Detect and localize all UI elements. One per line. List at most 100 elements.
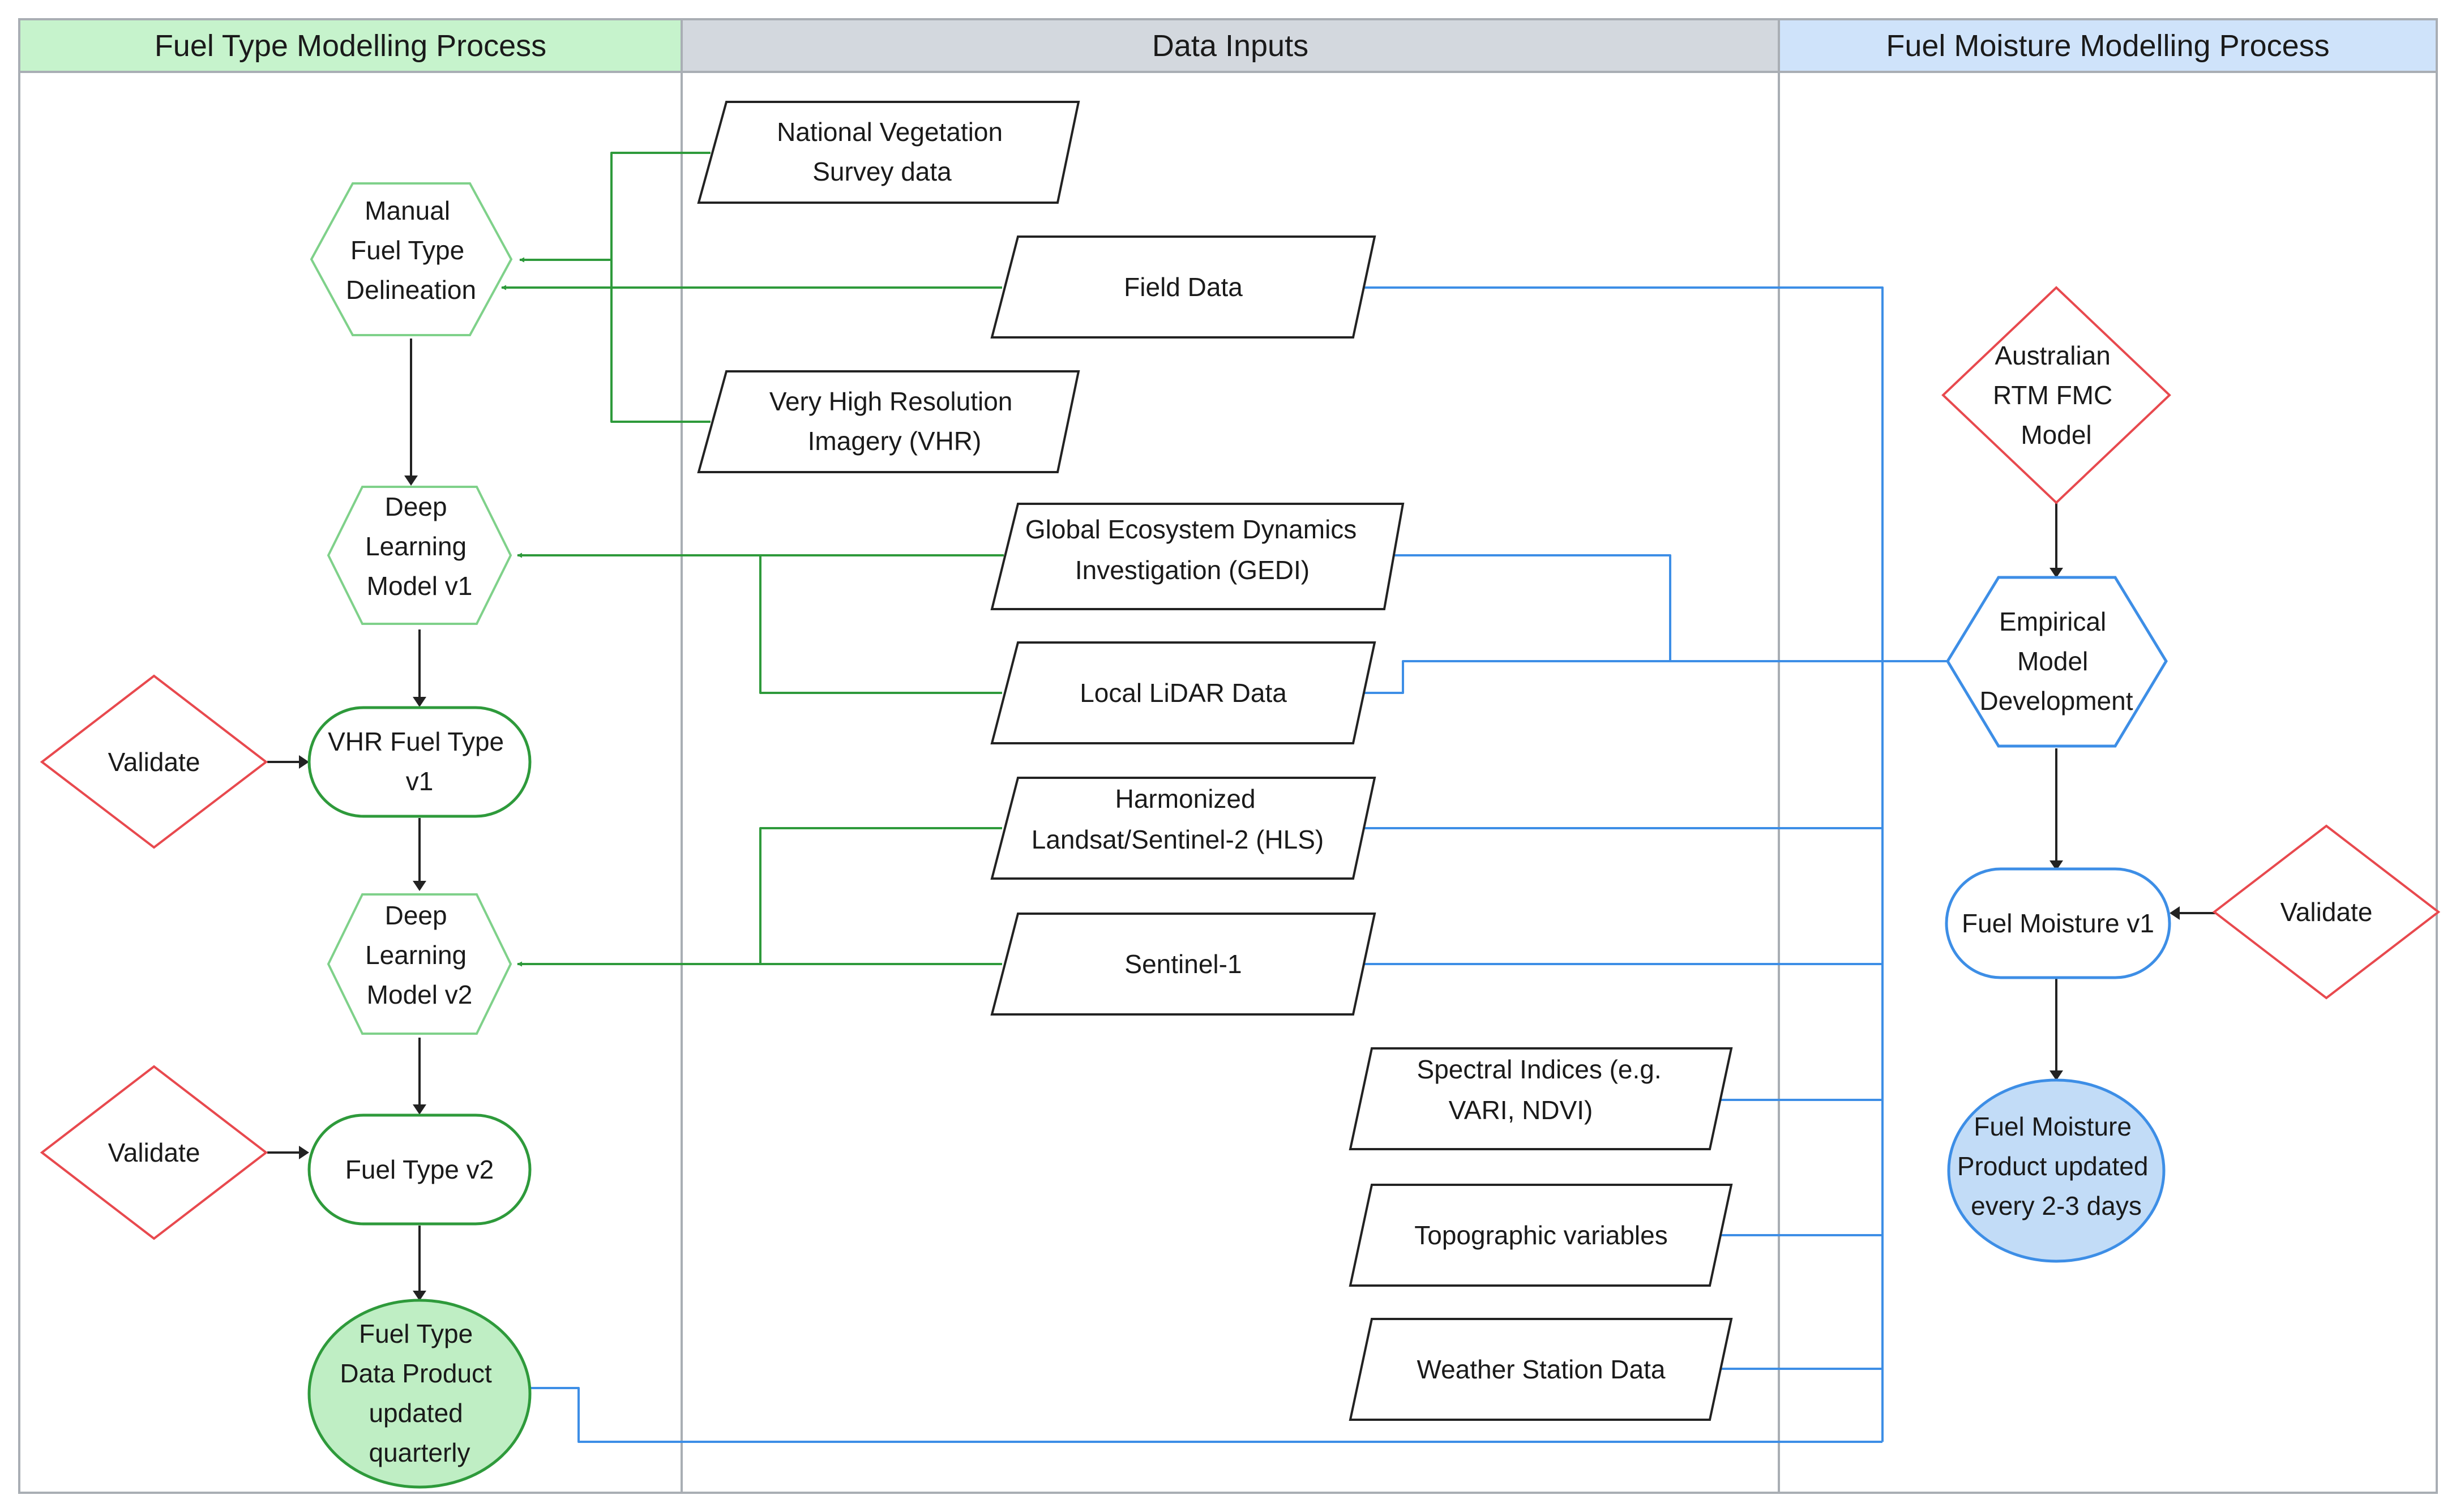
spectral-parallelogram	[1349, 1047, 1733, 1150]
sentinel1-parallelogram	[990, 913, 1376, 1016]
label-line: updated	[369, 1398, 463, 1428]
empirical-hexagon	[1946, 576, 2168, 748]
lidar-parallelogram	[990, 641, 1376, 744]
field-data-parallelogram	[990, 235, 1376, 339]
nvs-data-label: National Vegetation Survey data	[777, 117, 1010, 186]
connector-nvs-to-delineation	[519, 152, 711, 263]
arrowhead	[413, 881, 426, 891]
label-line: Fuel Type	[350, 235, 464, 265]
label-line: Learning	[365, 532, 467, 561]
arrowhead	[2049, 568, 2063, 578]
vhr-fuel-type-v1-label: VHR Fuel Type v1	[328, 727, 511, 796]
dl-model-v1-hexagon	[327, 486, 512, 625]
label-line: Model v2	[367, 980, 473, 1009]
empirical-label: Empirical Model Development	[1979, 607, 2133, 716]
validate-2-diamond	[40, 1065, 268, 1240]
label-line: Delineation	[346, 275, 476, 305]
fuel-moisture-product-label: Fuel Moisture Product updated every 2-3 …	[1957, 1112, 2155, 1220]
lane-title-data-inputs: Data Inputs	[1152, 29, 1308, 63]
fuel-type-shapes: Manual Fuel Type Delineation Deep Learni…	[40, 182, 532, 1489]
label-line: quarterly	[369, 1438, 470, 1467]
rtm-model-diamond	[1941, 286, 2171, 504]
vhr-imagery-parallelogram	[697, 370, 1080, 473]
label-line: Imagery (VHR)	[808, 426, 982, 456]
fuel-type-v2-label: Fuel Type v2	[345, 1155, 494, 1184]
manual-delineation-hexagon	[310, 182, 513, 336]
label-line: Global Ecosystem Dynamics	[1025, 515, 1357, 544]
dl-model-v2-hexagon	[327, 893, 512, 1035]
arrowhead	[299, 755, 309, 769]
lane-header-fuel-moisture	[1779, 19, 2437, 72]
label-line: VARI, NDVI)	[1449, 1095, 1593, 1125]
connector-lidar-to-bus	[759, 555, 1002, 694]
arrowhead	[2049, 1070, 2063, 1081]
lane-header-data-inputs	[682, 19, 1779, 72]
label-line: Deep	[385, 901, 447, 930]
field-data-label: Field Data	[1124, 272, 1243, 302]
gedi-parallelogram	[990, 503, 1405, 610]
label-line: every 2-3 days	[1971, 1191, 2142, 1220]
rtm-model-label: Australian RTM FMC Model	[1993, 341, 2120, 449]
label-line: Very High Resolution	[769, 387, 1013, 416]
arrowhead	[413, 1291, 426, 1301]
dl-model-v2-label: Deep Learning Model v2	[365, 901, 474, 1009]
connectors	[267, 152, 2226, 1443]
connector-vhr-imagery-to-bus	[610, 260, 711, 423]
lane-title-fuel-moisture: Fuel Moisture Modelling Process	[1886, 29, 2329, 63]
label-line: Fuel Moisture	[1974, 1112, 2132, 1141]
connector-gedi-to-empirical	[1387, 554, 1953, 662]
label-line: Model v1	[367, 571, 473, 601]
label-line: Landsat/Sentinel-2 (HLS)	[1032, 825, 1324, 854]
hls-label: Harmonized Landsat/Sentinel-2 (HLS)	[1032, 784, 1324, 854]
label-line: Empirical	[1999, 607, 2106, 636]
topographic-parallelogram	[1349, 1184, 1733, 1287]
arrowhead	[404, 476, 418, 486]
validate-1-diamond	[40, 674, 268, 849]
topographic-label: Topographic variables	[1414, 1220, 1668, 1250]
fuel-moisture-v1-label: Fuel Moisture v1	[1962, 909, 2154, 938]
validate-3-diamond	[2212, 824, 2441, 1000]
lanes-outline	[18, 18, 2438, 1494]
vhr-fuel-type-v1-terminal	[307, 706, 532, 818]
label-line: Deep	[385, 492, 447, 521]
connector-product-to-bus	[530, 1387, 1882, 1443]
sentinel1-label: Sentinel-1	[1124, 949, 1242, 979]
connector-field-to-blue-bus	[1363, 286, 1884, 1442]
validate-3-label: Validate	[2280, 897, 2373, 927]
weather-parallelogram	[1349, 1318, 1733, 1421]
arrowhead	[2049, 860, 2063, 871]
arrowhead	[413, 1104, 426, 1115]
label-line: Learning	[365, 940, 467, 970]
label-line: Investigation (GEDI)	[1075, 555, 1310, 585]
nvs-data-parallelogram	[697, 101, 1080, 204]
validate-1-label: Validate	[108, 747, 200, 777]
label-line: Data Product	[340, 1359, 492, 1388]
label-line: v1	[406, 766, 434, 796]
arrowhead	[2170, 906, 2180, 920]
lane-header-fuel-type	[19, 19, 682, 72]
fuel-moisture-v1-terminal	[1945, 867, 2171, 979]
label-line: Australian	[1995, 341, 2111, 370]
label-line: VHR Fuel Type	[328, 727, 504, 756]
fuel-moisture-shapes: Australian RTM FMC Model Empirical Model…	[1941, 286, 2441, 1263]
label-line: Spectral Indices (e.g.	[1417, 1055, 1662, 1084]
connector-lidar-to-empirical	[1363, 660, 1953, 694]
swimlanes: Fuel Type Modelling Process Data Inputs …	[18, 18, 2438, 1494]
label-line: Survey data	[812, 157, 952, 186]
dl-model-v1-label: Deep Learning Model v1	[365, 492, 474, 601]
label-line: Model	[2017, 646, 2088, 676]
lane-title-fuel-type: Fuel Type Modelling Process	[155, 29, 546, 63]
arrowhead	[413, 697, 426, 707]
validate-2-label: Validate	[108, 1138, 200, 1167]
arrowhead	[299, 1146, 309, 1159]
label-line: Model	[2021, 420, 2091, 449]
hls-parallelogram	[990, 777, 1376, 880]
label-line: Harmonized	[1115, 784, 1256, 813]
lidar-label: Local LiDAR Data	[1080, 678, 1287, 708]
weather-label: Weather Station Data	[1417, 1355, 1666, 1384]
connector-hls-to-bus	[759, 827, 1002, 964]
fuel-type-v2-terminal	[307, 1113, 532, 1226]
fuel-moisture-product-ellipse	[1947, 1078, 2166, 1263]
vhr-imagery-label: Very High Resolution Imagery (VHR)	[769, 387, 1020, 456]
